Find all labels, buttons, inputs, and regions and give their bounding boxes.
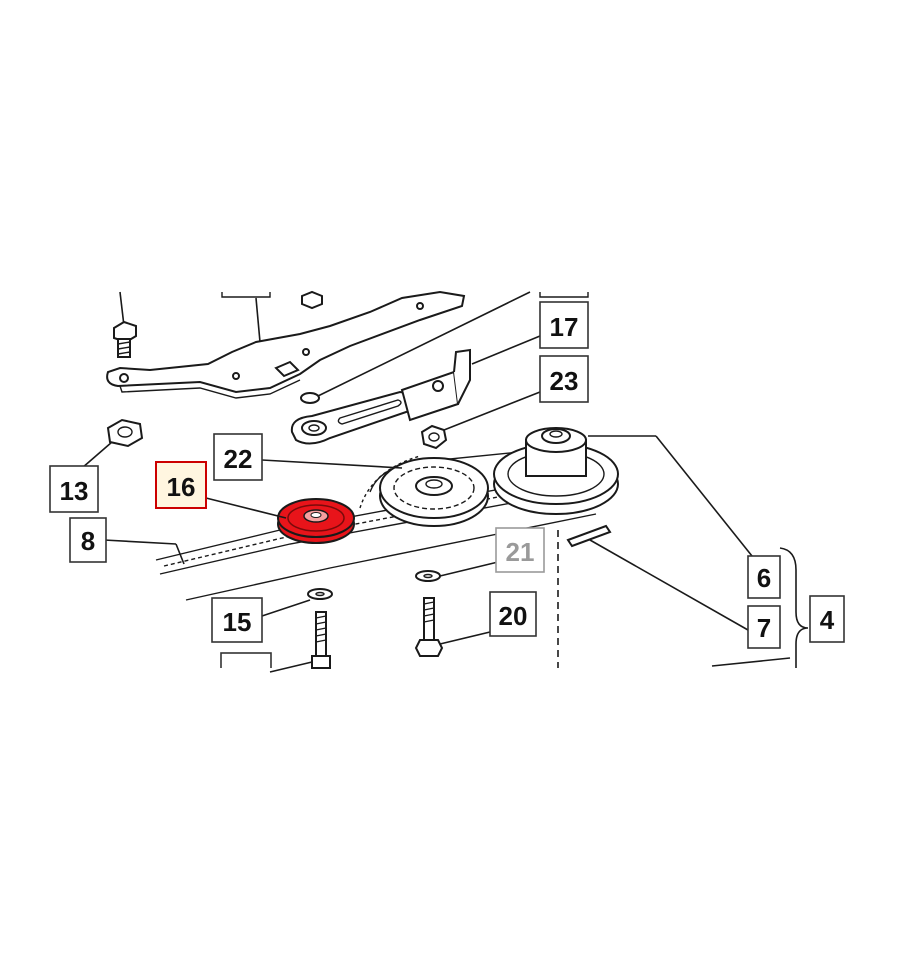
callout-label-16: 16 (167, 472, 196, 502)
callout-label-6: 6 (757, 563, 771, 593)
callout-label-23: 23 (550, 366, 579, 396)
callout-4: 4 (809, 595, 845, 643)
callout-label-20: 20 (499, 601, 528, 631)
callout-20: 20 (489, 591, 537, 637)
clipped-top-callouts (221, 292, 589, 298)
bolt-14-part (269, 611, 331, 673)
bracket-part (400, 335, 541, 422)
mounting-plate-part (106, 290, 466, 399)
callout-16-highlighted: 16 (155, 461, 207, 509)
highlighted-pulley-part (277, 498, 355, 544)
flange-nut-part (420, 391, 541, 450)
callout-8: 8 (69, 517, 107, 563)
callout-17: 17 (539, 301, 589, 349)
callout-label-13: 13 (60, 476, 89, 506)
callout-label-14: 14 (231, 662, 260, 692)
drive-pulley-part (493, 427, 761, 567)
callout-label-22: 22 (224, 444, 253, 474)
lock-nut-part (81, 418, 144, 469)
idler-arm-part (290, 291, 531, 445)
callout-23: 23 (539, 355, 589, 403)
callout-7: 7 (747, 605, 781, 649)
washer-21-part (415, 561, 499, 582)
callout-6: 6 (747, 555, 781, 599)
callout-label-7: 7 (757, 613, 771, 643)
hex-bolt-part (113, 291, 137, 358)
callout-21-faded: 21 (495, 527, 545, 573)
callout-13: 13 (49, 465, 99, 513)
callout-14-clipped: 14 (220, 652, 272, 692)
roll-pin-part (566, 524, 749, 631)
callout-22: 22 (213, 433, 263, 481)
callout-label-4: 4 (820, 605, 835, 635)
bolt-20-part (414, 597, 491, 657)
washer-15-part (261, 588, 333, 617)
callout-label-15: 15 (223, 607, 252, 637)
callout-label-17: 17 (550, 312, 579, 342)
callout-label-8: 8 (81, 526, 95, 556)
idler-pulley-part (379, 457, 489, 527)
callout-label-21: 21 (506, 537, 535, 567)
top-nut-part (301, 290, 323, 310)
assembly-markers (557, 530, 809, 668)
leader-lines (103, 459, 403, 565)
callout-15: 15 (211, 597, 263, 643)
